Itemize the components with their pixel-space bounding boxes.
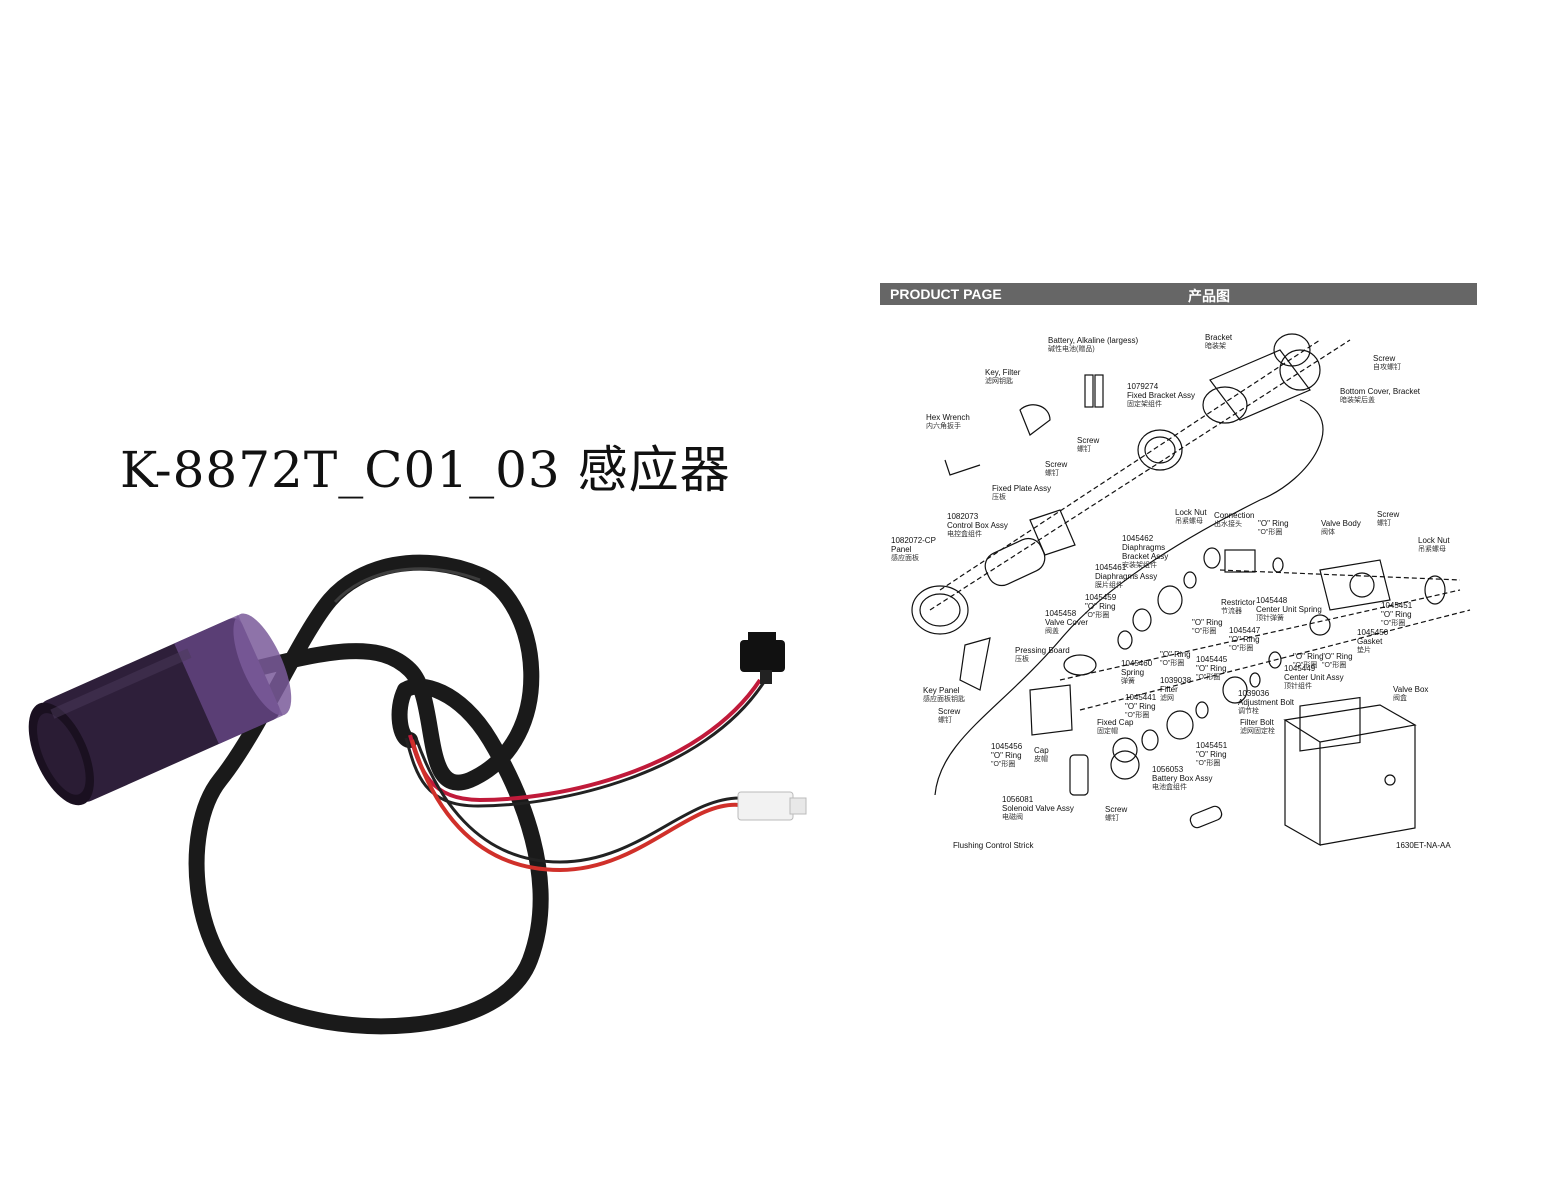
sensor-cylinder bbox=[28, 613, 292, 806]
banner-title-cn: 产品图 bbox=[1188, 288, 1230, 304]
label-part-code: 1630ET-NA-AA bbox=[1396, 841, 1451, 850]
label-o-ring-451b: 1045451 "O" Ring"O"形圈 bbox=[1196, 741, 1228, 767]
label-o-ring-451a: 1045451 "O" Ring"O"形圈 bbox=[1381, 601, 1413, 627]
black-connector bbox=[740, 632, 785, 684]
label-flushing: Flushing Control Strick bbox=[953, 841, 1034, 850]
sensor-cable-photo bbox=[28, 554, 807, 1035]
label-o-ring-d: "O" Ring"O"形圈 bbox=[1160, 650, 1191, 667]
label-o-ring-441: 1045441 "O" Ring"O"形圈 bbox=[1125, 693, 1157, 719]
label-o-ring-e: "O" Ring"O"形圈 bbox=[1293, 652, 1324, 669]
product-title: K-8872T_C01_03 感应器 bbox=[120, 441, 731, 499]
black-wire-2 bbox=[414, 737, 743, 864]
label-o-ring-b: "O" Ring"O"形圈 bbox=[1192, 618, 1223, 635]
label-o-ring-459: 1045459 "O" Ring"O"形圈 bbox=[1085, 593, 1117, 619]
label-o-ring-445: 1045445 "O" Ring"O"形圈 bbox=[1196, 655, 1228, 681]
label-o-ring-c: "O" Ring"O"形圈 bbox=[1322, 652, 1353, 669]
label-battery: Battery, Alkaline (largess)碱性电池(赠品) bbox=[1048, 336, 1139, 353]
label-o-ring-a: "O" Ring"O"形圈 bbox=[1258, 519, 1289, 536]
banner-title-en: PRODUCT PAGE bbox=[890, 286, 1002, 302]
exploded-parts-diagram: PRODUCT PAGE 产品图 bbox=[880, 280, 1480, 855]
label-o-ring-456: 1045456 "O" Ring"O"形圈 bbox=[991, 742, 1023, 768]
white-connector bbox=[737, 791, 807, 821]
red-wire-2 bbox=[410, 739, 741, 873]
product-page-banner: PRODUCT PAGE 产品图 bbox=[880, 283, 1477, 305]
black-wire-1 bbox=[404, 681, 766, 808]
label-o-ring-447: 1045447 "O" Ring"O"形圈 bbox=[1229, 626, 1261, 652]
diagram-drawing bbox=[911, 333, 1471, 847]
